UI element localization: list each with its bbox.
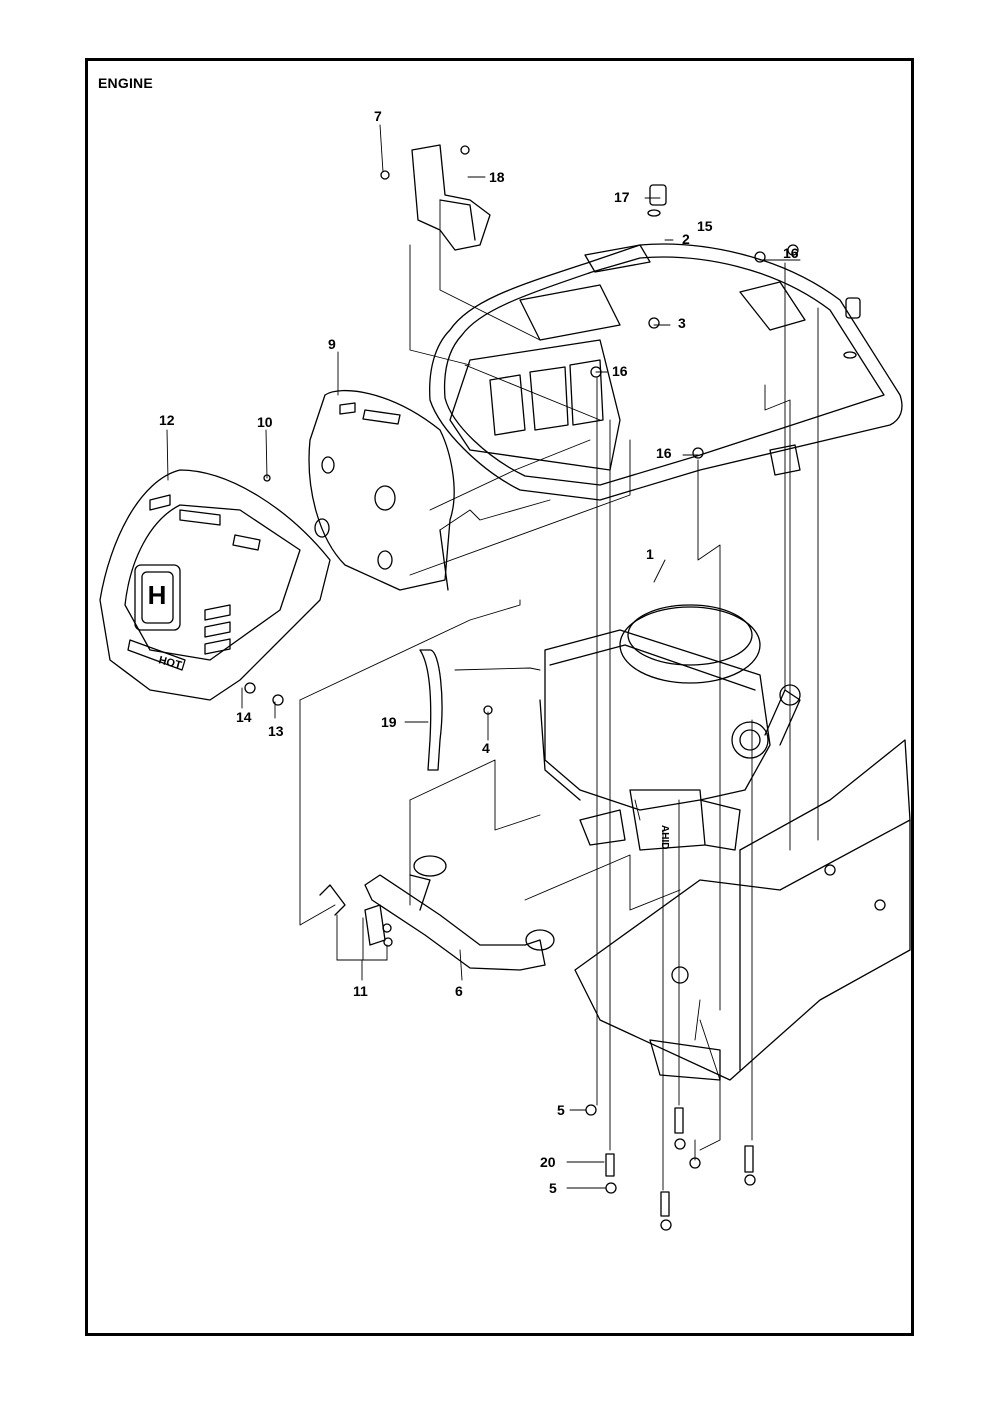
callout-4: 4: [482, 740, 490, 756]
exhaust-part-6: [364, 855, 555, 971]
inner-cover-part-9: [308, 389, 455, 591]
callout-7: 7: [374, 108, 382, 124]
hood-part-12: [99, 469, 331, 701]
engine-label-decal: AHID: [659, 825, 670, 849]
callout-9: 9: [328, 336, 336, 352]
callout-14: 14: [236, 709, 252, 725]
clamp-kit-part-11: [319, 884, 393, 947]
callout-16-top: 16: [783, 245, 799, 261]
leader-lines: [166, 124, 819, 1191]
callout-18: 18: [489, 169, 505, 185]
chassis-plate: [574, 739, 911, 1081]
hose-part-19: [419, 649, 443, 771]
diagram-frame: [85, 58, 914, 1336]
callout-19: 19: [381, 714, 397, 730]
callout-16-low: 16: [656, 445, 672, 461]
callout-1: 1: [646, 546, 654, 562]
frame-part-15: [429, 243, 903, 501]
callout-5-upper: 5: [557, 1102, 565, 1118]
small-hardware: [244, 145, 861, 1231]
callout-20: 20: [540, 1154, 556, 1170]
callout-17: 17: [614, 189, 630, 205]
diagram-title: ENGINE: [98, 75, 153, 91]
callout-11: 11: [353, 983, 368, 999]
callout-3: 3: [678, 315, 686, 331]
bracket-part-18: [411, 144, 491, 251]
callout-5-lower: 5: [549, 1180, 557, 1196]
hood-warning-decal: HOT: [157, 654, 183, 672]
engine-part-1: [539, 604, 801, 851]
callout-16-mid: 16: [612, 363, 628, 379]
callout-15: 15: [697, 218, 713, 234]
callout-10: 10: [257, 414, 273, 430]
callout-2: 2: [682, 231, 690, 247]
callout-12: 12: [159, 412, 175, 428]
callout-6: 6: [455, 983, 463, 999]
hood-brand-logo: H: [148, 580, 167, 610]
callout-13: 13: [268, 723, 284, 739]
